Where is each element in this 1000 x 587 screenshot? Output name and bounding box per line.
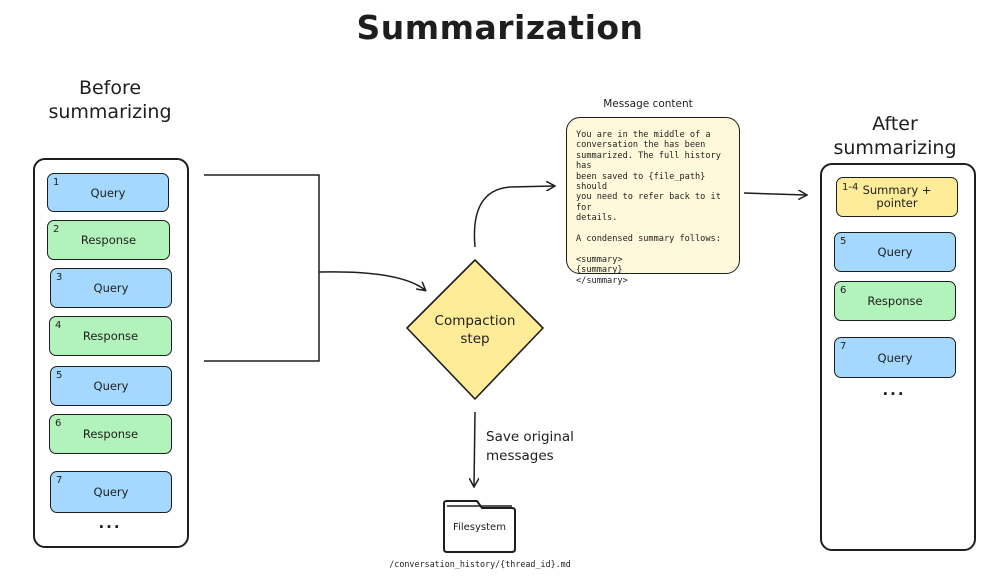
message-number: 2 xyxy=(53,224,60,235)
message-label: Response xyxy=(80,233,137,247)
message-label: Query xyxy=(877,350,913,365)
message-label: Query xyxy=(93,379,129,393)
before-message-4: 4 Response xyxy=(49,316,172,356)
message-label: Summary + xyxy=(862,183,932,197)
message-number: 1 xyxy=(53,177,60,188)
arrow-to-compaction xyxy=(318,271,425,290)
before-heading: Before summarizing xyxy=(30,76,190,124)
before-message-3: 3 Query xyxy=(50,268,172,308)
arrow-to-message-content xyxy=(473,186,554,248)
message-content-label: Message content xyxy=(603,98,693,110)
message-content-note: You are in the middle of a conversation … xyxy=(566,117,740,286)
before-heading-line1: Before xyxy=(78,77,142,99)
arrow-to-after xyxy=(743,193,806,195)
save-original-label: Save original messages xyxy=(486,428,606,466)
compaction-diamond xyxy=(406,259,544,400)
before-message-1: 1 Query xyxy=(47,173,169,212)
before-message-2: 2 Response xyxy=(47,220,170,260)
after-heading: After summarizing xyxy=(820,112,970,160)
message-content-text: You are in the middle of a conversation … xyxy=(576,130,721,286)
message-number: 6 xyxy=(840,285,847,296)
compaction-step-label: Compaction step xyxy=(420,312,530,348)
after-heading-line1: After xyxy=(872,113,918,135)
before-message-7: 7 Query xyxy=(50,471,172,513)
message-number: 5 xyxy=(840,236,847,247)
after-heading-line2: summarizing xyxy=(833,137,957,159)
message-label: Response xyxy=(82,427,139,441)
message-number: 5 xyxy=(56,370,63,381)
message-number: 7 xyxy=(840,341,847,352)
compaction-line1: Compaction xyxy=(434,313,516,329)
message-label: Response xyxy=(867,294,923,308)
save-line1: Save original xyxy=(486,429,574,445)
after-message-7: 7 Query xyxy=(834,337,956,378)
message-number: 6 xyxy=(55,418,62,429)
folder-icon xyxy=(443,500,516,553)
arrow-to-filesystem xyxy=(474,411,475,486)
filesystem-label: Filesystem xyxy=(453,522,506,533)
page-title: Summarization xyxy=(356,8,644,47)
message-label: Response xyxy=(82,329,139,343)
message-label: Query xyxy=(93,485,129,499)
after-ellipsis: ... xyxy=(882,381,906,399)
message-label: Query xyxy=(877,245,913,259)
before-message-6: 6 Response xyxy=(49,414,172,454)
message-number: 4 xyxy=(55,320,62,331)
before-ellipsis: ... xyxy=(98,514,122,532)
message-number: 3 xyxy=(56,272,63,283)
save-line2: messages xyxy=(486,448,554,464)
message-label: Query xyxy=(93,281,129,295)
after-message-5: 5 Query xyxy=(834,232,956,272)
after-message-6: 6 Response xyxy=(834,281,956,321)
before-message-5: 5 Query xyxy=(50,366,172,406)
after-message-summary: 1-4 Summary + pointer xyxy=(836,177,958,217)
message-number: 1-4 xyxy=(842,182,859,193)
message-number: 7 xyxy=(56,475,63,486)
message-label-line2: pointer xyxy=(876,196,918,210)
filesystem-path: /conversation_history/{thread_id}.md xyxy=(389,559,571,569)
bracket-connector xyxy=(204,174,320,362)
compaction-line2: step xyxy=(460,331,490,347)
before-heading-line2: summarizing xyxy=(48,101,172,123)
message-label: Query xyxy=(90,185,126,200)
